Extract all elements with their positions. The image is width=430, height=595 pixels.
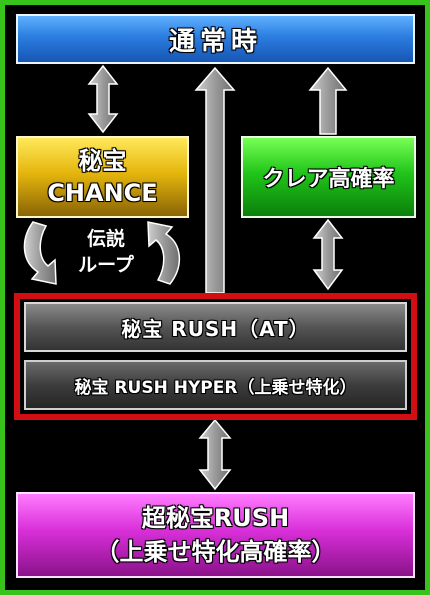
state-chance-label-line1: 秘宝 xyxy=(78,147,127,175)
clear-to-normal-up-arrow xyxy=(308,66,348,135)
legend-loop-line1: 伝説 xyxy=(86,228,125,250)
state-normal: 通常時 xyxy=(16,14,415,64)
legend-loop-down-arrow xyxy=(23,221,57,285)
legend-loop-label: 伝説 ループ xyxy=(62,226,150,278)
legend-loop-line2: ループ xyxy=(78,254,134,276)
legend-loop-up-arrow xyxy=(147,221,180,285)
state-rush-hyper: 秘宝 RUSH HYPER（上乗せ特化） xyxy=(24,360,407,410)
state-rush-at: 秘宝 RUSH（AT） xyxy=(24,302,407,352)
state-hyper-label: 秘宝 RUSH HYPER（上乗せ特化） xyxy=(74,377,357,398)
clear-rush-double-arrow xyxy=(312,218,344,291)
normal-chance-double-arrow xyxy=(87,64,119,134)
rush-to-normal-up-arrow xyxy=(194,66,236,294)
state-super-rush: 超秘宝RUSH （上乗せ特化高確率） xyxy=(16,492,415,578)
state-super-label-line2: （上乗せ特化高確率） xyxy=(95,538,336,566)
state-chance: 秘宝 CHANCE xyxy=(16,136,189,218)
rush-super-double-arrow xyxy=(198,418,232,491)
state-rush-label: 秘宝 RUSH（AT） xyxy=(121,316,310,341)
state-clear-high-prob: クレア高確率 xyxy=(241,136,416,218)
state-clear-label: クレア高確率 xyxy=(262,167,395,192)
state-chance-label-line2: CHANCE xyxy=(47,179,158,207)
state-normal-label: 通常時 xyxy=(168,26,262,57)
state-super-label-line1: 超秘宝RUSH xyxy=(141,504,290,532)
